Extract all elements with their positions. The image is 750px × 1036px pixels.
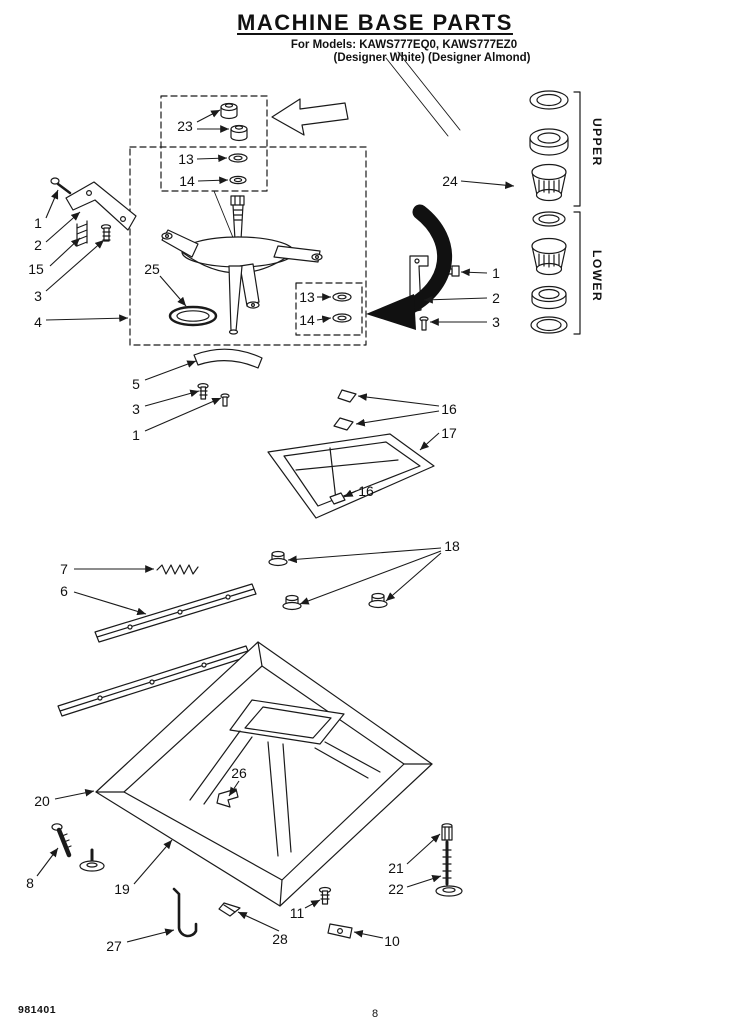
callout-6: 6 (60, 583, 68, 599)
leader-line (406, 833, 441, 865)
o-ring-drawing (168, 305, 218, 327)
callout-3: 3 (132, 401, 140, 417)
leader-line (406, 875, 442, 888)
isolator-pads-drawing (268, 550, 388, 611)
gearcase-assembly-drawing (129, 146, 367, 346)
leader-line (36, 847, 59, 877)
callout-23: 23 (177, 118, 193, 134)
install-direction-arrow-icon (366, 204, 453, 330)
spring-drawing (156, 564, 199, 575)
callout-19: 19 (114, 881, 130, 897)
models-line: For Models: KAWS777EQ0, KAWS777EZ0 (290, 39, 518, 51)
callout-26: 26 (231, 765, 247, 781)
leader-line (196, 154, 228, 163)
hold-down-hook-drawing (172, 887, 198, 938)
leader-line (45, 211, 81, 243)
clip-10-drawing (327, 923, 353, 939)
callout-8: 8 (26, 875, 34, 891)
leader-line (460, 268, 488, 277)
leader-line (144, 389, 200, 407)
callout-16: 16 (358, 483, 374, 499)
leader-line (133, 839, 173, 885)
page-header: MACHINE BASE PARTS For Models: KAWS777EQ… (0, 10, 750, 65)
leader-line (228, 780, 240, 797)
leader-line (460, 180, 515, 190)
suspension-brace-drawing (50, 177, 137, 247)
callout-20: 20 (34, 793, 50, 809)
callout-2: 2 (492, 290, 500, 306)
leader-line (316, 315, 332, 324)
callout-13: 13 (299, 289, 315, 305)
document-number: 981401 (18, 1004, 57, 1016)
callout-4: 4 (34, 314, 42, 330)
callout-1: 1 (492, 265, 500, 281)
callout-25: 25 (144, 261, 160, 277)
callout-22: 22 (388, 881, 404, 897)
callout-28: 28 (272, 931, 288, 947)
side-rails-drawing (57, 583, 257, 717)
leader-line (237, 911, 280, 932)
callout-24: 24 (442, 173, 458, 189)
leader-line (355, 410, 440, 427)
leader-line (49, 237, 81, 267)
leader-line (73, 591, 147, 616)
leader-line (304, 899, 321, 909)
callout-16: 16 (441, 401, 457, 417)
pointer-arrow-icon (271, 98, 349, 136)
lower-group-label: LOWER (590, 250, 604, 302)
leader-line (144, 360, 197, 381)
leader-line (419, 432, 440, 451)
leader-line (45, 239, 105, 292)
callout-15: 15 (28, 261, 44, 277)
callout-17: 17 (441, 425, 457, 441)
leader-line (299, 550, 442, 605)
upper-thrust-kit-drawing (160, 95, 268, 241)
callout-11: 11 (290, 905, 305, 921)
leader-line (385, 552, 442, 602)
callout-3: 3 (34, 288, 42, 304)
callout-14: 14 (299, 312, 315, 328)
clip-28-drawing (218, 902, 241, 917)
leader-line (144, 397, 222, 432)
leader-line (357, 393, 440, 407)
bearing-stack-drawing (529, 90, 581, 335)
callout-2: 2 (34, 237, 42, 253)
callout-3: 3 (492, 314, 500, 330)
upper-group-label: UPPER (590, 118, 604, 167)
callout-13: 13 (178, 151, 194, 167)
screw-11-drawing (318, 886, 332, 905)
leader-line (196, 109, 221, 123)
callout-10: 10 (384, 933, 400, 949)
callout-21: 21 (388, 860, 404, 876)
callout-14: 14 (179, 173, 195, 189)
callout-7: 7 (60, 561, 68, 577)
leader-line (45, 314, 129, 323)
callout-1: 1 (132, 427, 140, 443)
leader-line (54, 788, 95, 800)
leader-line (287, 547, 442, 564)
leader-line (197, 176, 229, 185)
callout-5: 5 (132, 376, 140, 392)
leader-line (159, 275, 187, 307)
callout-1: 1 (34, 215, 42, 231)
callout-18: 18 (444, 538, 460, 554)
leader-line (423, 295, 488, 304)
bearing-stack-labels: UPPER LOWER (590, 118, 604, 302)
leveling-foot-drawing (51, 823, 105, 872)
colors-line: (Designer White) (Designer Almond) (333, 52, 531, 64)
machine-base-drawing (95, 641, 433, 907)
alignment-lines (385, 51, 461, 137)
callout-27: 27 (106, 938, 122, 954)
leader-line (353, 930, 384, 939)
leader-line (126, 928, 175, 943)
page-number: 8 (371, 1008, 379, 1020)
leader-line (343, 489, 357, 498)
brace-strap-drawing (193, 348, 263, 407)
base-plate-frame-drawing (267, 389, 435, 519)
leveling-leg-drawing (435, 823, 463, 897)
page-title: MACHINE BASE PARTS (237, 10, 513, 35)
leader-line (45, 189, 59, 219)
